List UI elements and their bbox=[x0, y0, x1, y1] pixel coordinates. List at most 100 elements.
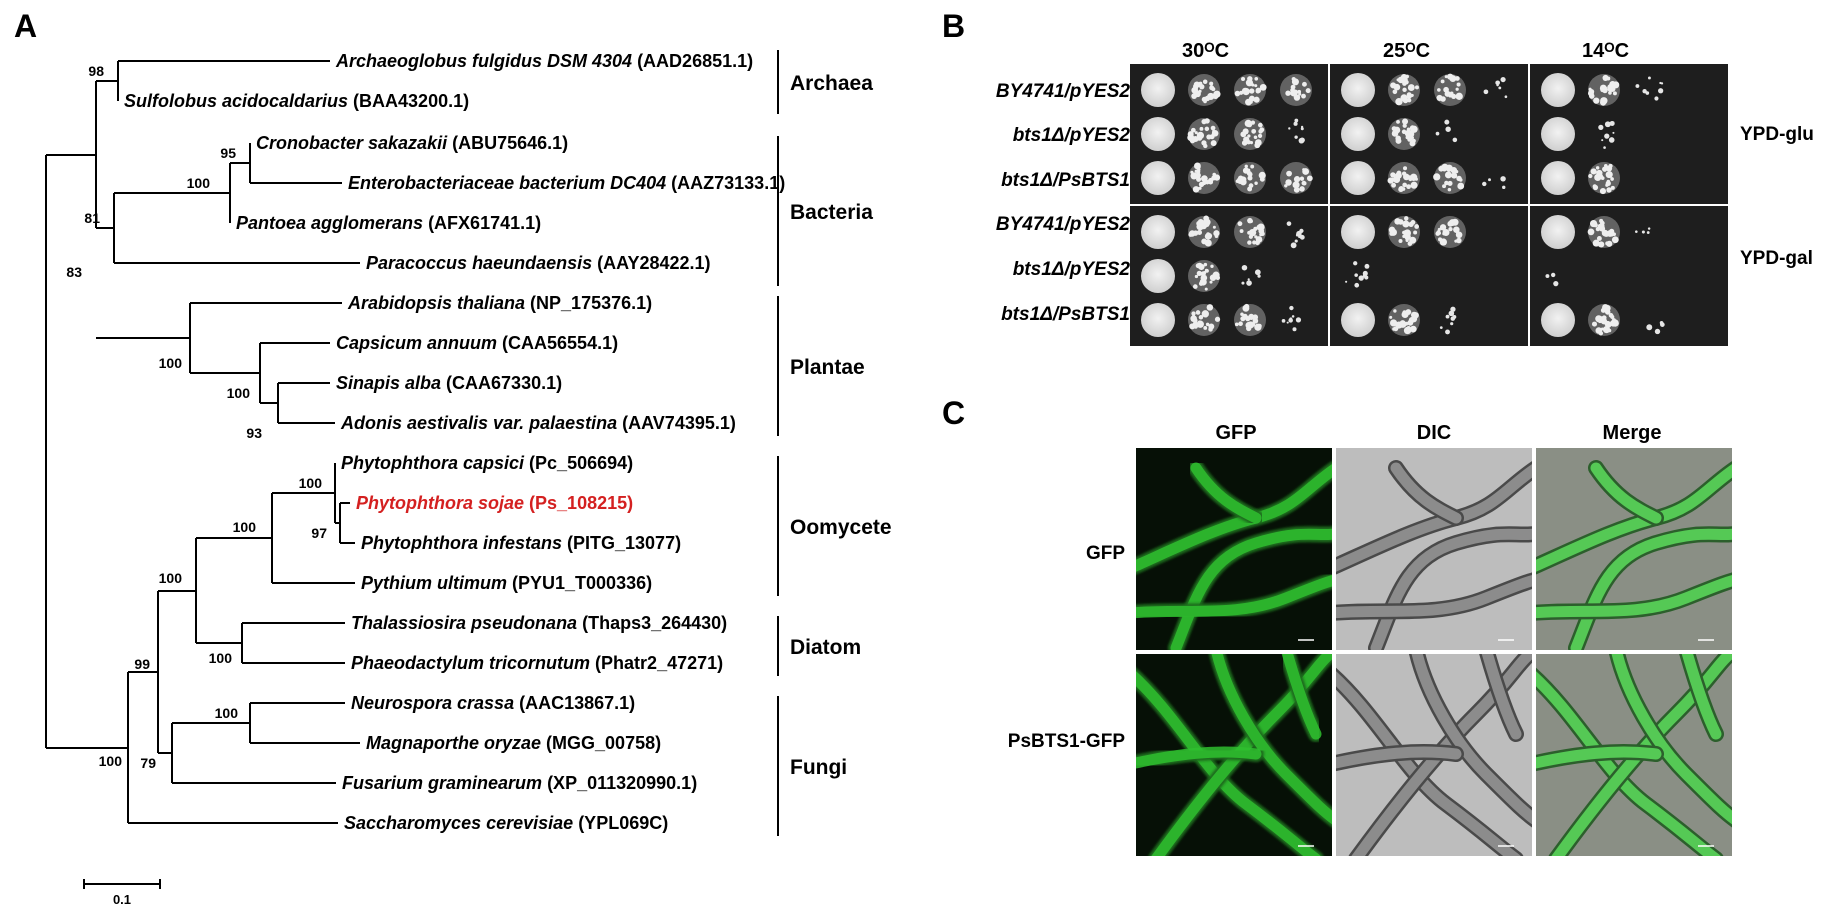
yeast-colony bbox=[1254, 84, 1258, 88]
yeast-spot bbox=[1141, 303, 1175, 337]
yeast-colony bbox=[1654, 96, 1659, 101]
yeast-colony bbox=[1293, 121, 1298, 126]
yeast-colony bbox=[1191, 93, 1198, 99]
yeast-colony bbox=[1596, 235, 1602, 241]
yeast-colony bbox=[1196, 176, 1202, 182]
hypha bbox=[1390, 462, 1462, 524]
group-label: Oomycete bbox=[790, 516, 892, 539]
yeast-colony bbox=[1641, 230, 1645, 234]
hypha bbox=[1536, 746, 1662, 769]
yeast-colony bbox=[1605, 171, 1613, 179]
yeast-colony bbox=[1658, 88, 1664, 94]
taxon-label: Sinapis alba (CAA67330.1) bbox=[336, 373, 562, 393]
yeast-spot bbox=[1541, 303, 1575, 337]
yeast-colony bbox=[1189, 137, 1196, 144]
yeast-colony bbox=[1592, 184, 1599, 191]
yeast-colony bbox=[1362, 270, 1368, 276]
yeast-spot bbox=[1141, 73, 1175, 107]
yeast-colony bbox=[1248, 183, 1254, 188]
taxon-label: Pantoea agglomerans (AFX61741.1) bbox=[236, 213, 541, 233]
yeast-colony bbox=[1196, 134, 1203, 141]
yeast-colony bbox=[1289, 305, 1294, 311]
yeast-colony bbox=[1393, 83, 1401, 91]
yeast-colony bbox=[1603, 89, 1608, 93]
hypha bbox=[1481, 654, 1522, 740]
yeast-colony bbox=[1204, 95, 1211, 102]
yeast-colony bbox=[1260, 231, 1265, 237]
yeast-colony bbox=[1448, 219, 1456, 226]
yeast-colony bbox=[1407, 129, 1411, 134]
yeast-colony bbox=[1248, 228, 1257, 237]
column-label-merge: Merge bbox=[1602, 422, 1662, 444]
yeast-colony bbox=[1198, 265, 1204, 270]
bootstrap-value: 98 bbox=[88, 63, 104, 79]
yeast-colony bbox=[1602, 74, 1609, 81]
yeast-spot bbox=[1541, 117, 1575, 151]
yeast-colony bbox=[1390, 172, 1396, 178]
yeast-colony bbox=[1193, 81, 1201, 88]
yeast-colony bbox=[1599, 220, 1605, 226]
yeast-colony bbox=[1588, 93, 1595, 99]
yeast-colony bbox=[1410, 181, 1418, 189]
panel-a-label: A bbox=[14, 8, 38, 44]
yeast-colony bbox=[1250, 164, 1255, 169]
yeast-colony bbox=[1601, 139, 1604, 142]
yeast-colony bbox=[1456, 82, 1461, 87]
yeast-colony bbox=[1285, 90, 1291, 96]
yeast-colony bbox=[1244, 164, 1248, 169]
yeast-colony bbox=[1390, 177, 1395, 182]
taxon-label: Capsicum annuum (CAA56554.1) bbox=[336, 333, 618, 353]
yeast-colony bbox=[1203, 271, 1207, 275]
strain-label-5: bts1Δ/pYES2 bbox=[1012, 259, 1130, 280]
yeast-colony bbox=[1646, 324, 1653, 331]
yeast-colony bbox=[1439, 238, 1448, 246]
yeast-colony bbox=[1194, 131, 1198, 135]
panel-b-label: B bbox=[942, 8, 966, 44]
yeast-colony bbox=[1204, 233, 1212, 240]
yeast-colony bbox=[1192, 284, 1198, 289]
yeast-colony bbox=[1191, 86, 1199, 94]
microscopy-panel bbox=[1136, 448, 1332, 650]
yeast-colony bbox=[1251, 128, 1257, 134]
yeast-colony bbox=[1454, 239, 1458, 243]
hypha bbox=[1281, 654, 1322, 740]
yeast-colony bbox=[1204, 217, 1208, 221]
yeast-colony bbox=[1395, 98, 1403, 106]
yeast-colony bbox=[1448, 310, 1455, 317]
yeast-colony bbox=[1600, 307, 1606, 313]
yeast-colony bbox=[1254, 76, 1259, 81]
yeast-colony bbox=[1302, 181, 1307, 186]
yeast-colony bbox=[1442, 232, 1446, 236]
yeast-colony bbox=[1215, 275, 1221, 281]
bootstrap-value: 100 bbox=[233, 519, 257, 535]
yeast-colony bbox=[1196, 229, 1203, 235]
yeast-colony bbox=[1495, 80, 1500, 86]
yeast-colony bbox=[1253, 135, 1258, 140]
yeast-colony bbox=[1254, 235, 1258, 239]
hypha bbox=[1411, 654, 1532, 825]
yeast-spot bbox=[1188, 216, 1220, 248]
yeast-colony bbox=[1241, 87, 1249, 95]
yeast-colony bbox=[1455, 87, 1459, 91]
yeast-colony bbox=[1237, 175, 1244, 181]
yeast-colony bbox=[1654, 328, 1661, 335]
yeast-colony bbox=[1599, 188, 1607, 195]
yeast-colony bbox=[1247, 168, 1251, 172]
yeast-colony bbox=[1291, 76, 1296, 82]
yeast-colony bbox=[1241, 76, 1246, 81]
yeast-colony bbox=[1456, 237, 1462, 244]
yeast-colony bbox=[1299, 186, 1305, 192]
yeast-colony bbox=[1202, 79, 1208, 85]
yeast-colony bbox=[1284, 184, 1288, 188]
hypha bbox=[1551, 654, 1732, 856]
taxon-label: Phytophthora infestans (PITG_13077) bbox=[361, 533, 681, 553]
yeast-spot bbox=[1341, 73, 1375, 107]
yeast-colony bbox=[1439, 326, 1443, 329]
yeast-colony bbox=[1500, 76, 1506, 83]
yeast-colony bbox=[1607, 328, 1612, 333]
yeast-colony bbox=[1444, 180, 1449, 186]
yeast-spot-assay bbox=[1130, 64, 1728, 346]
yeast-spot bbox=[1341, 303, 1375, 337]
yeast-colony bbox=[1201, 238, 1208, 245]
panel-c-label: C bbox=[942, 395, 966, 431]
